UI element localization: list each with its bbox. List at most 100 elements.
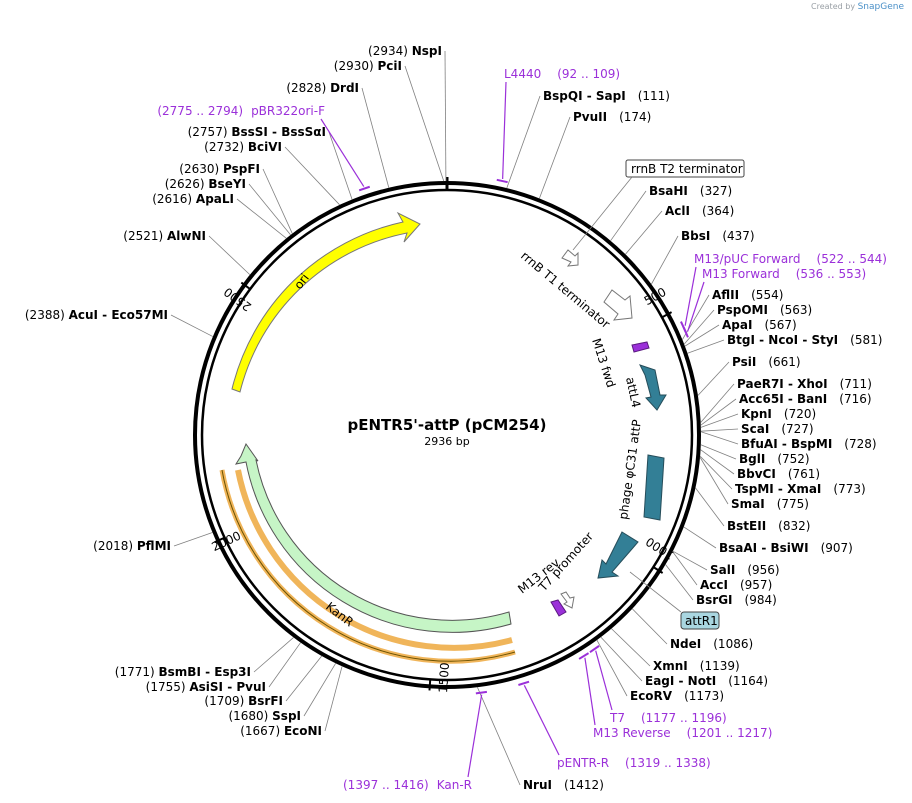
tick-2500 — [240, 281, 252, 291]
site-asisi-pvui[interactable]: (1755) AsiSI - PvuI — [146, 680, 266, 694]
site-acc65i-bani[interactable]: Acc65I - BanI(716) — [739, 392, 872, 406]
primer-pentr-r[interactable]: pENTR-R(1319 .. 1338) — [557, 756, 711, 770]
restriction-site-labels: (2934) NspI(2930) PciI (2828) DrdI (2757) … — [25, 44, 883, 792]
site-bsahi[interactable]: BsaHI(327) — [649, 184, 732, 198]
m13-fwd-feature[interactable] — [631, 341, 650, 353]
site-scai[interactable]: ScaI(727) — [741, 422, 814, 436]
site-btgi-ncoi-styi[interactable]: BtgI - NcoI - StyI(581) — [727, 333, 882, 347]
site-acci[interactable]: AccI(957) — [700, 578, 772, 592]
primer-t7[interactable]: T7(1177 .. 1196) — [609, 711, 727, 725]
site-bsmbi-esp3i[interactable]: (1771) BsmBI - Esp3I — [115, 665, 251, 679]
site-nrui[interactable]: NruI(1412) — [523, 778, 604, 792]
primer-leader-kan-r — [467, 694, 483, 778]
leader-pspfi — [262, 168, 293, 234]
site-pflmi[interactable]: (2018) PflMI — [93, 539, 171, 553]
site-bsrgi[interactable]: BsrGI(984) — [696, 593, 777, 607]
tick-2000 — [214, 536, 226, 544]
leader-scai — [700, 428, 739, 432]
rrnb-t2-leader — [572, 176, 633, 251]
leader-bsahi — [610, 190, 647, 241]
rrnb-t1-terminator-feature[interactable] — [603, 289, 633, 321]
leader-bspqi-sapi — [506, 95, 541, 189]
leader-bcivi — [284, 146, 340, 206]
leader-asisi-pvui — [268, 642, 301, 688]
leader-kpni — [700, 413, 739, 428]
primer-l4440[interactable]: L4440(92 .. 109) — [504, 67, 620, 81]
site-bfuai-bspmi[interactable]: BfuAI - BspMI(728) — [741, 437, 877, 451]
site-xmni[interactable]: XmnI(1139) — [653, 659, 740, 673]
primer-mark-pbr322ori-f — [358, 185, 371, 192]
site-apai[interactable]: ApaI(567) — [722, 318, 797, 332]
leader-bgli — [700, 444, 737, 460]
site-bgli[interactable]: BglI(752) — [739, 452, 810, 466]
site-alwni[interactable]: (2521) AlwNI — [123, 229, 206, 243]
site-psii[interactable]: PsiI(661) — [732, 355, 801, 369]
site-pcii[interactable]: (2930) PciI — [334, 59, 402, 73]
site-aflii[interactable]: AflII(554) — [712, 288, 783, 302]
site-paer7i-xhoi[interactable]: PaeR7I - XhoI(711) — [737, 377, 872, 391]
site-smai[interactable]: SmaI(775) — [731, 497, 809, 511]
leader-bbvci — [700, 449, 735, 475]
leader-bsrfi — [285, 655, 323, 702]
rrnb-t2-label-box — [625, 159, 745, 178]
site-acli[interactable]: AclI(364) — [665, 204, 734, 218]
leader-pvuii — [539, 116, 571, 199]
primer-mark-m13-forward — [682, 326, 689, 338]
site-eagi-noti[interactable]: EagI - NotI(1164) — [645, 674, 768, 688]
site-nspi[interactable]: (2934) NspI — [368, 44, 442, 58]
site-drdi[interactable]: (2828) DrdI — [286, 81, 359, 95]
leader-pspomi — [683, 309, 715, 345]
rrnb-t1-label: rrnB T1 terminator — [518, 249, 613, 332]
site-bbvci[interactable]: BbvCI(761) — [737, 467, 820, 481]
site-apali[interactable]: (2616) ApaLI — [152, 192, 234, 206]
site-kpni[interactable]: KpnI(720) — [741, 407, 816, 421]
leader-apali — [236, 198, 287, 239]
site-bbsi[interactable]: BbsI(437) — [681, 229, 755, 243]
site-bsteii[interactable]: BstEII(832) — [727, 519, 810, 533]
leader-eagi-noti — [600, 636, 643, 682]
leader-tspmi-xmai — [699, 455, 733, 490]
leader-acc65i-bani — [700, 398, 737, 426]
site-pvuii[interactable]: PvuII(174) — [573, 110, 651, 124]
site-sspi[interactable]: (1680) SspI — [228, 709, 301, 723]
attp-label: phage φC31 attP — [616, 419, 644, 521]
site-bsssi-bsss-i[interactable]: (2757) BssSI - BssSαI — [188, 125, 326, 139]
site-acui-eco57mi[interactable]: (2388) AcuI - Eco57MI — [25, 308, 168, 322]
primer-leader-m13-forward — [687, 281, 705, 332]
site-leader-lines — [170, 50, 739, 786]
attl4-feature[interactable] — [639, 364, 667, 411]
site-pspfi[interactable]: (2630) PspFI — [179, 162, 260, 176]
primer-m13-forward[interactable]: M13 Forward(536 .. 553) — [702, 267, 866, 281]
primer-kan-r[interactable]: (1397 .. 1416)Kan-R — [343, 778, 472, 792]
site-bseyi[interactable]: (2626) BseYI — [165, 177, 246, 191]
primer-m13-reverse[interactable]: M13 Reverse(1201 .. 1217) — [593, 726, 772, 740]
site-bcivi[interactable]: (2732) BciVI — [204, 140, 282, 154]
site-ndei[interactable]: NdeI(1086) — [670, 637, 753, 651]
kan-highlight-line — [221, 469, 516, 662]
leader-nrui — [477, 687, 521, 786]
site-bspqi-sapi[interactable]: BspQI - SapI(111) — [543, 89, 670, 103]
ori-feature[interactable] — [231, 211, 421, 393]
leader-pflmi — [173, 532, 213, 547]
leader-bfuai-bspmi — [700, 431, 739, 445]
attp-feature[interactable] — [643, 454, 665, 521]
m13-rev-feature[interactable] — [550, 599, 567, 617]
primer-m13-puc-forward[interactable]: M13/pUC Forward(522 .. 544) — [694, 252, 887, 266]
site-ecorv[interactable]: EcoRV(1173) — [630, 689, 724, 703]
primer-leader-m13-puc-forward — [684, 266, 697, 326]
primer-pbr322ori-f[interactable]: (2775 .. 2794)pBR322ori-F — [157, 104, 325, 118]
leader-acui-eco57mi — [170, 314, 214, 337]
site-tspmi-xmai[interactable]: TspMI - XmaI(773) — [735, 482, 866, 496]
site-pspomi[interactable]: PspOMI(563) — [717, 303, 812, 317]
site-econi[interactable]: (1667) EcoNI — [240, 724, 322, 738]
site-bsrfi[interactable]: (1709) BsrFI — [204, 694, 283, 708]
leader-bbsi — [651, 235, 679, 285]
rrnb-t2-label: rrnB T2 terminator — [631, 162, 743, 176]
site-bsaai-bsiwi[interactable]: BsaAI - BsiWI(907) — [719, 541, 853, 555]
t7-promoter-feature[interactable] — [560, 591, 575, 609]
attr1-feature[interactable] — [597, 531, 639, 579]
rrnb-t2-terminator-feature[interactable] — [561, 249, 579, 267]
site-sali[interactable]: SalI(956) — [710, 563, 780, 577]
leader-apai — [684, 324, 720, 347]
kanr-feature[interactable] — [234, 442, 512, 633]
